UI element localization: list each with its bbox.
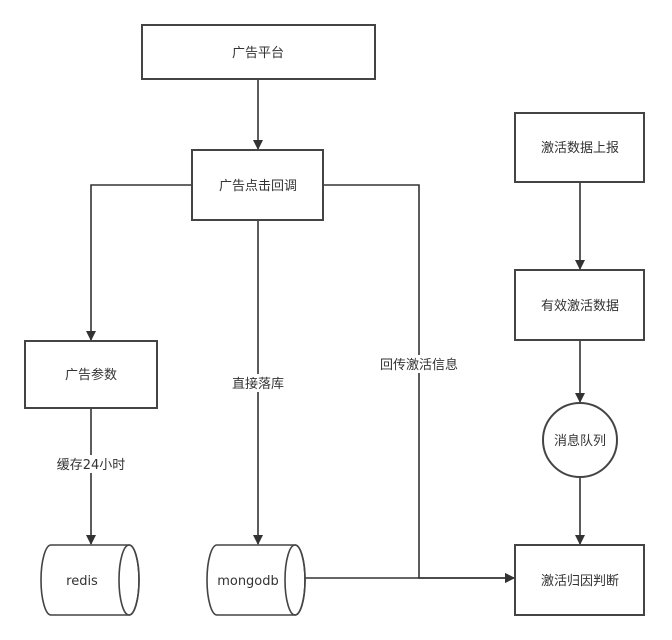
node-ad-click-callback: 广告点击回调 (191, 149, 324, 221)
node-message-queue: 消息队列 (542, 402, 618, 478)
svg-text:广告平台: 广告平台 (232, 46, 284, 61)
node-ad-platform: 广告平台 (141, 24, 376, 80)
edge-callback-to-params (86, 184, 192, 341)
node-activation-report: 激活数据上报 (514, 112, 645, 183)
node-valid-activation: 有效激活数据 (514, 269, 645, 341)
node-redis-cylinder: redis (40, 544, 140, 616)
edge-label-cache: 缓存24小时 (57, 458, 126, 473)
svg-text:广告参数: 广告参数 (65, 367, 117, 383)
edge-label-store: 直接落库 (232, 376, 284, 392)
svg-text:激活归因判断: 激活归因判断 (541, 574, 619, 589)
svg-text:广告点击回调: 广告点击回调 (219, 179, 297, 194)
node-mongodb-cylinder: mongodb (206, 544, 306, 616)
svg-text:mongodb: mongodb (217, 574, 279, 589)
edge-label-return: 回传激活信息 (380, 357, 458, 373)
node-ad-params: 广告参数 (24, 340, 158, 409)
edge-callback-to-attribution (323, 184, 515, 583)
svg-text:redis: redis (66, 574, 98, 589)
node-attribution: 激活归因判断 (514, 544, 645, 616)
svg-text:激活数据上报: 激活数据上报 (541, 141, 619, 156)
svg-text:消息队列: 消息队列 (554, 433, 606, 449)
svg-text:有效激活数据: 有效激活数据 (541, 299, 619, 314)
